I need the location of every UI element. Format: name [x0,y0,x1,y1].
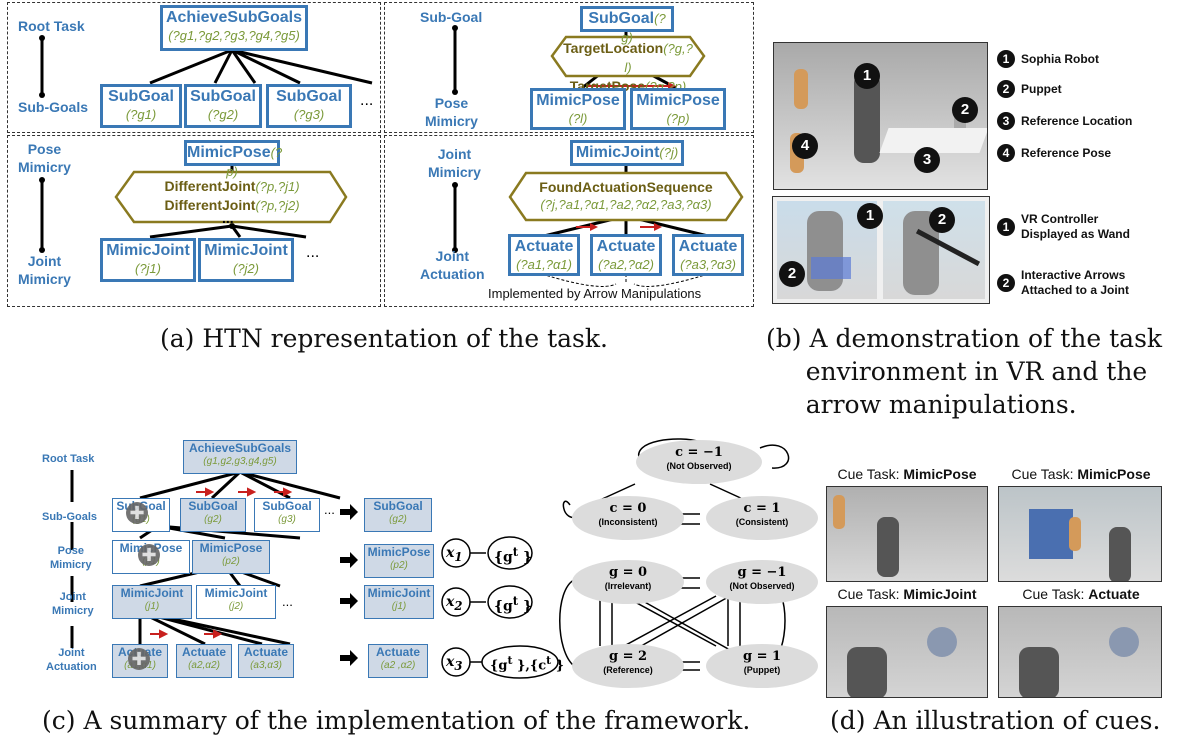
caption-c: (c) A summary of the implementation of t… [42,706,751,735]
q1-child-1: SubGoal(?g1) [100,84,182,128]
cue-photo-1 [826,486,988,582]
q3-child-1: MimicJoint(?j1) [100,238,196,282]
arrow-marker-1: 1 [857,203,883,229]
q3-root-node: MimicPose(?p) [184,140,282,179]
panel-a-edges [39,25,744,287]
caption-b: (b) A demonstration of the task environm… [766,324,1163,419]
cursor-icon: ✚ [128,648,150,670]
q1-more: ... [360,92,374,109]
c-selected-joint: MimicJoint(j1) [364,585,434,619]
arrow-marker-2a: 2 [779,261,805,287]
q4-note: Implemented by Arrow Manipulations [488,286,702,301]
panel-a-joint-box [384,135,754,307]
c-joint-2: MimicJoint(j2) [196,585,276,619]
caption-d: (d) An illustration of cues. [830,706,1161,735]
panel-a-pose-box [7,135,381,307]
q2-level-top: Sub-Goal [420,9,483,25]
cue-label-2: Cue Task: MimicPose [1011,466,1151,482]
g-state-not-observed: g = −1(Not Observed) [706,560,818,604]
q4-child-2: Actuate(?a2,?α2) [590,234,662,276]
q3-child-2: MimicJoint(?j2) [198,238,294,282]
cue-photo-4 [998,606,1162,698]
legend2-item-2: 2 Interactive Arrows Attached to a Joint [997,268,1129,298]
c-selected-actuate: Actuate(a2 ,α2) [368,644,428,678]
cue-photo-3 [826,606,988,698]
q4-root-node: MimicJoint(?j) [570,140,684,166]
q2-child-1: MimicPose(?l) [530,88,626,130]
c-subgoal-3: SubGoal(g3) [254,498,320,532]
c-subgoal-more: ... [324,502,335,517]
c-subgoal-2: SubGoal(g2) [180,498,246,532]
q4-child-3: Actuate(?a3,?α3) [672,234,744,276]
legend2-item-1: 1 VR Controller Displayed as Wand [997,212,1130,242]
cue-label-3: Cue Task: MimicJoint [837,586,977,602]
marker-2: 2 [952,97,978,123]
c-state-consistent: c = 1(Consistent) [706,496,818,540]
panel-a-root-box [7,2,381,133]
c-root: AchieveSubGoals(g1,g2,g3,g4,g5) [183,440,297,474]
cue-label-4: Cue Task: Actuate [1022,586,1140,602]
marker-1: 1 [854,63,880,89]
g-state-irrelevant: g = 0(Irrelevant) [572,560,684,604]
c-pose-2: MimicPose(p2) [192,540,270,574]
x3-var: x3 [446,654,463,673]
c-joint-more: ... [282,594,293,609]
c-selected-subgoal: SubGoal(g2) [364,498,432,532]
x2-out: {gt } [494,594,533,615]
arrow-marker-2b: 2 [929,207,955,233]
caption-a: (a) HTN representation of the task. [160,324,608,353]
c-actuate-3: Actuate(a3,α3) [238,644,294,678]
q1-root-node: AchieveSubGoals(?g1,?g2,?g3,?g4,?g5) [160,5,308,51]
c-state-inconsistent: c = 0(Inconsistent) [572,496,684,540]
q4-method: FoundActuationSequence(?j,?a1,?α1,?a2,?α… [539,179,713,212]
g-state-puppet: g = 1(Puppet) [706,644,818,688]
c-joint-1: MimicJoint(j1) [112,585,192,619]
q4-child-1: Actuate(?a1,?α1) [508,234,580,276]
g-state-reference: g = 2(Reference) [572,644,684,688]
c-state-not-observed: c = −1(Not Observed) [636,440,762,484]
marker-3: 3 [914,147,940,173]
c-level-subgoals: Sub-Goals [42,511,98,523]
q1-level-top: Root Task [18,18,85,34]
cursor-icon: ✚ [138,544,160,566]
q2-child-2: MimicPose(?p) [630,88,726,130]
q1-level-bottom: Sub-Goals [18,99,89,115]
q3-dots: ... [222,210,234,226]
q1-child-3: SubGoal(?g3) [266,84,352,128]
x1-out: {gt } [494,545,533,566]
q3-more: ... [306,244,320,261]
marker-4: 4 [792,133,818,159]
vr-arrows-frame: 1 2 2 [772,196,990,304]
x3-out: {gt },{ct } [490,654,565,674]
x2-var: x2 [446,594,463,613]
q2-root-node: SubGoal(?g) [580,6,674,45]
cursor-icon: ✚ [126,502,148,524]
vr-scene-photo: 1 2 3 4 [773,42,988,190]
x1-var: x1 [446,545,463,564]
q1-child-2: SubGoal(?g2) [184,84,262,128]
panel-a-subgoal-box [384,2,754,133]
q3-method: DifferentJoint(?p,?j1) DifferentJoint(?p… [164,178,300,213]
cue-label-1: Cue Task: MimicPose [837,466,977,482]
cue-photo-2 [998,486,1162,582]
c-level-root: Root Task [42,453,95,465]
c-selected-pose: MimicPose(p2) [364,544,434,578]
c-actuate-2: Actuate(a2,α2) [176,644,232,678]
